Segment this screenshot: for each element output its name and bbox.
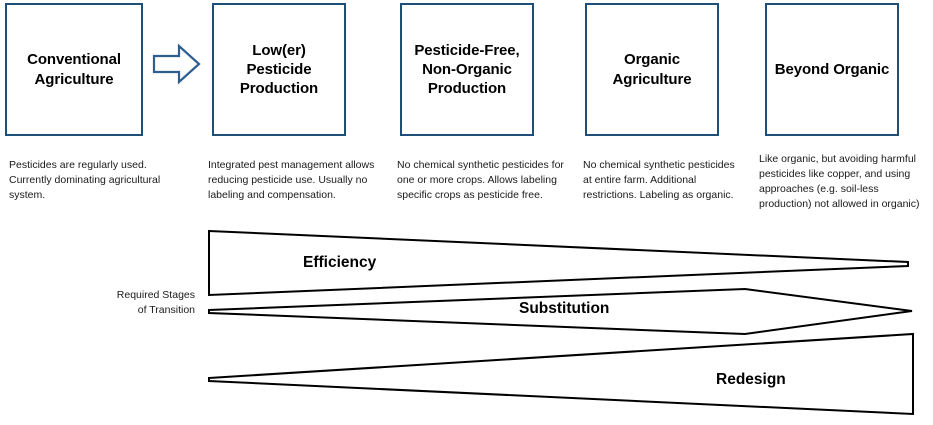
stage-box-organic-agriculture[interactable]: Organic Agriculture — [585, 3, 719, 136]
required-stages-label-line1: Required Stages — [116, 289, 195, 301]
stage-description-conventional-agriculture: Pesticides are regularly used. Currently… — [9, 159, 161, 201]
stage-box-pesticide-free-non-organic-production[interactable]: Pesticide-Free, Non-Organic Production — [400, 3, 534, 136]
stage-box-title: Low(er) Pesticide Production — [239, 41, 319, 98]
stage-box-title: Organic Agriculture — [612, 51, 692, 88]
required-stages-label-line2: of Transition — [137, 303, 195, 316]
wedge-redesign — [208, 332, 914, 416]
stage-description-pesticide-free-non-organic-production: No chemical synthetic pesticides for one… — [397, 159, 564, 201]
right-arrow-icon — [152, 42, 202, 86]
stage-box-title: Beyond Organic — [774, 60, 890, 78]
stage-box-lower-pesticide-production[interactable]: Low(er) Pesticide Production — [212, 3, 346, 136]
stage-description-organic-agriculture: No chemical synthetic pesticides at enti… — [583, 159, 735, 201]
wedge-label-redesign: Redesign — [716, 371, 786, 388]
stage-description-lower-pesticide-production: Integrated pest management allows reduci… — [208, 159, 375, 201]
required-stages-label: Required Stages of Transition — [60, 288, 195, 318]
stage-box-beyond-organic[interactable]: Beyond Organic — [765, 3, 899, 136]
stage-box-title: Conventional Agriculture — [27, 51, 121, 88]
wedge-label-substitution: Substitution — [519, 300, 610, 317]
stage-box-title: Pesticide-Free, Non-Organic Production — [414, 41, 520, 98]
stage-box-conventional-agriculture[interactable]: Conventional Agriculture — [5, 3, 143, 136]
stage-description-beyond-organic: Like organic, but avoiding harmful pesti… — [759, 153, 920, 210]
wedge-label-efficiency: Efficiency — [303, 254, 377, 271]
